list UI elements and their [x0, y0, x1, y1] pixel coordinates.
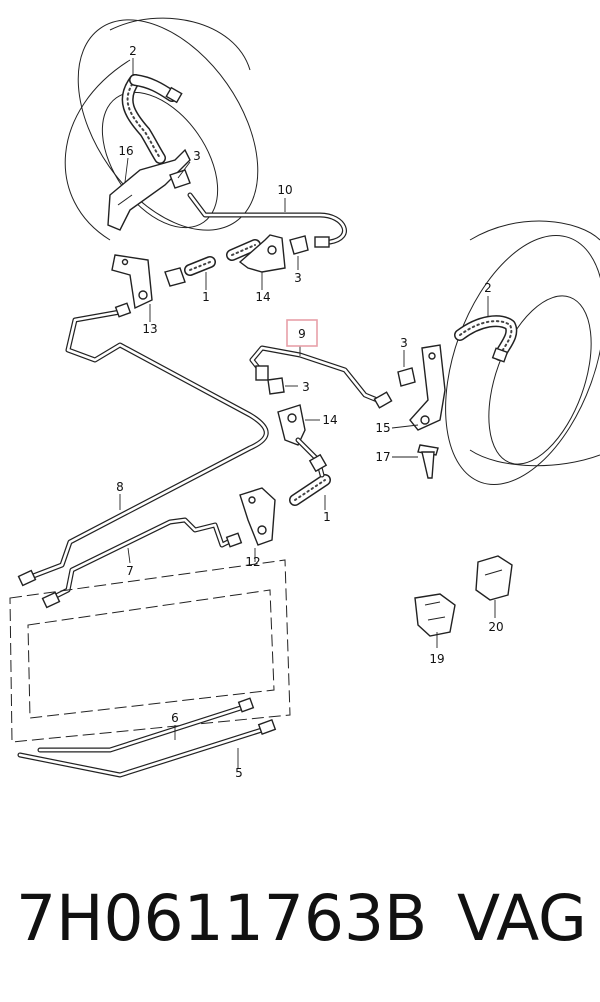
hose-14-upper: [226, 239, 261, 261]
callout-14-lower: 14: [322, 413, 337, 427]
callout-14-upper: 14: [255, 290, 270, 304]
fitting-6: [237, 697, 255, 713]
part-number: 7H0611763B: [16, 882, 428, 955]
clip-3-top: [169, 169, 191, 189]
callout-9-highlight: [286, 319, 318, 347]
clip-3-middle: [164, 267, 186, 287]
callout-15: 15: [375, 421, 390, 435]
clip-20: [475, 555, 513, 601]
hose-1-upper: [184, 256, 216, 276]
callout-3-top: 3: [193, 149, 201, 163]
bracket-14-upper: [238, 234, 286, 273]
fitting-13: [114, 302, 132, 318]
brand-name: VAG: [457, 882, 587, 955]
callout-labels: 2 16 3 10 1 13 14 3 2 9 3 3 14 15 17 8 1…: [116, 44, 503, 780]
bracket-13: [111, 254, 153, 310]
callout-2-left: 2: [129, 44, 137, 58]
callout-3-right: 3: [400, 336, 408, 350]
clip-19: [414, 593, 456, 637]
brake-line-10: [187, 192, 347, 245]
brake-line-6: [37, 702, 253, 753]
brake-line-diagram: 2 16 3 10 1 13 14 3 2 9 3 3 14 15 17 8 1…: [9, 17, 600, 780]
fitting-10-end: [314, 236, 330, 248]
fitting-7: [41, 591, 61, 609]
fitting-12: [225, 532, 243, 548]
left-brake-hose: [121, 74, 183, 164]
right-brake-hose: [454, 315, 518, 363]
bracket-12: [239, 487, 276, 546]
callout-16: 16: [118, 144, 133, 158]
bracket-16: [107, 148, 191, 231]
clip-3-right: [397, 367, 416, 387]
callout-20: 20: [488, 620, 503, 634]
callout-13: 13: [142, 322, 157, 336]
fitting-9-right: [373, 391, 393, 409]
leader-lines: [119, 58, 496, 768]
clip-3-upper-right: [289, 235, 309, 255]
brake-line-5: [17, 725, 271, 778]
right-wheel: [445, 220, 600, 485]
callout-3-lower: 3: [302, 380, 310, 394]
bracket-15: [409, 344, 446, 431]
clip-3-lower: [267, 377, 285, 395]
dashed-frame: [9, 559, 291, 743]
callout-5: 5: [235, 766, 243, 780]
callout-2-right: 2: [484, 281, 492, 295]
hose-1-lower: [289, 437, 331, 506]
fitting-5: [257, 719, 277, 735]
callout-1-lower: 1: [323, 510, 331, 524]
callout-6: 6: [171, 711, 179, 725]
left-wheel: [64, 17, 259, 241]
callout-19: 19: [429, 652, 444, 666]
callout-17: 17: [375, 450, 390, 464]
callout-3-upper-right: 3: [294, 271, 302, 285]
callout-12: 12: [245, 555, 260, 569]
callout-1-upper: 1: [202, 290, 210, 304]
callout-9: 9: [298, 327, 306, 341]
callout-10: 10: [277, 183, 292, 197]
callout-7: 7: [126, 564, 134, 578]
rivet-17: [417, 444, 439, 479]
fitting-1-lower: [308, 453, 328, 473]
fitting-8: [17, 569, 37, 587]
bracket-14-lower: [277, 404, 306, 446]
brake-line-7: [45, 517, 235, 603]
brake-line-8: [25, 309, 269, 581]
fitting-9-left: [255, 365, 269, 381]
callout-8: 8: [116, 480, 124, 494]
